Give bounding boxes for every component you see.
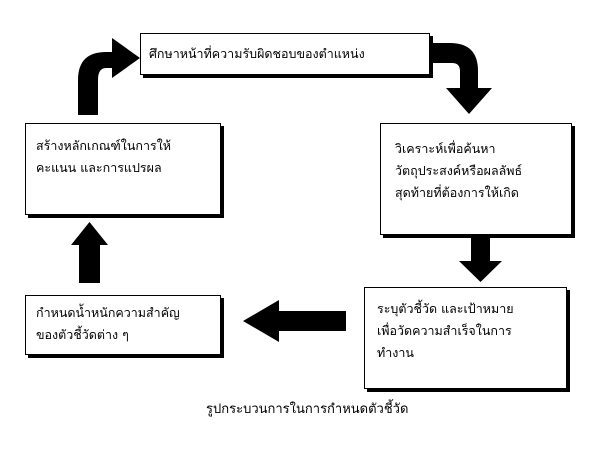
- diagram-caption: รูปกระบวนการในการกำหนดตัวชี้วัด: [206, 402, 409, 417]
- step-5-line-1: สร้างหลักเกณฑ์ในการให้: [36, 138, 172, 153]
- arrow-step4-to-step5: [71, 222, 108, 283]
- step-3-line-3: ทำงาน: [377, 345, 414, 360]
- step-1-line-1: ศึกษาหน้าที่ความรับผิดชอบของตำแหน่ง: [149, 46, 365, 61]
- arrow-step5-to-step1: [78, 38, 140, 115]
- step-1-box: ศึกษาหน้าที่ความรับผิดชอบของตำแหน่ง: [140, 33, 430, 75]
- step-2-line-3: สุดท้ายที่ต้องการให้เกิด: [395, 185, 519, 200]
- step-3-line-2: เพื่อวัดความสำเร็จในการ: [377, 323, 512, 338]
- step-2-line-2: วัตถุประสงค์หรือผลลัพธ์: [395, 163, 523, 178]
- arrow-step3-to-step4: [243, 300, 346, 342]
- arrow-step2-to-step3: [459, 233, 502, 282]
- step-5-line-2: คะแนน และการแปรผล: [36, 160, 162, 175]
- arrow-step1-to-step2: [430, 43, 492, 114]
- step-4-line-1: กำหนดน้ำหนักความสำคัญ: [36, 305, 180, 320]
- step-4-line-2: ของตัวชี้วัดต่าง ๆ: [36, 327, 129, 342]
- step-4-box: กำหนดน้ำหนักความสำคัญ ของตัวชี้วัดต่าง ๆ: [25, 295, 221, 355]
- step-2-line-1: วิเคราะห์เพื่อค้นหา: [395, 141, 496, 156]
- step-3-line-1: ระบุตัวชี้วัด และเป้าหมาย: [377, 301, 514, 316]
- step-5-box: สร้างหลักเกณฑ์ในการให้ คะแนน และการแปรผล: [25, 123, 221, 215]
- step-3-box: ระบุตัวชี้วัด และเป้าหมาย เพื่อวัดความสำ…: [364, 287, 567, 389]
- step-2-box: วิเคราะห์เพื่อค้นหา วัตถุประสงค์หรือผลลั…: [380, 123, 572, 235]
